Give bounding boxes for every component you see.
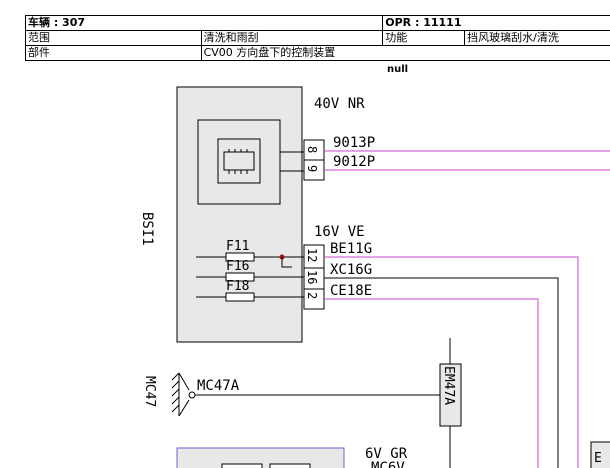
bottom-slot-1: [221, 463, 263, 468]
fuse-f16: F16: [196, 259, 304, 282]
wire-be11g: [324, 256, 579, 468]
wire-label-mc47a: MC47A: [197, 378, 240, 394]
connector-mid-label: 16V VE: [314, 224, 365, 240]
function-value: 挡风玻璃刮水/清洗: [464, 30, 610, 46]
wire-xc16g: [324, 277, 559, 468]
header-row-part: 部件 CV00 方向盘下的控制装置: [25, 45, 610, 61]
right-component: [590, 441, 610, 468]
fuse-label-f18: F18: [226, 279, 249, 294]
pin-12-label: 12: [305, 248, 319, 262]
pin-9-label: 9: [305, 165, 319, 172]
fuse-label-f11: F11: [226, 239, 249, 254]
splice-label: EM47A: [441, 366, 456, 405]
connector-bottom-label: 6V GR: [365, 446, 408, 462]
wire-label-9013p: 9013P: [333, 135, 375, 151]
connector-top-label: 40V NR: [314, 96, 365, 112]
chip-icon: [223, 149, 255, 174]
bottom-slot-2: [269, 463, 311, 468]
function-label: 功能: [382, 30, 466, 46]
splice-em47a: [439, 363, 462, 427]
junction-stub: [281, 257, 292, 268]
wire-label-9012p: 9012P: [333, 154, 375, 170]
null-text: null: [387, 64, 409, 75]
wire-label-be11g: BE11G: [330, 241, 372, 257]
right-component-mark: E: [594, 451, 602, 466]
part-value: CV00 方向盘下的控制装置: [200, 45, 610, 61]
fuse-label-f16: F16: [226, 259, 249, 274]
header-table: 车辆 : 307 OPR : 11111 范围 清洗和雨刮 功能 挡风玻璃刮水/…: [24, 15, 610, 61]
part-label: 部件: [25, 45, 202, 61]
fuse-f18: F18: [196, 279, 304, 302]
connector-bottom-sublabel: MC6V: [371, 460, 405, 468]
pin-2-label: 2: [305, 292, 319, 299]
pin-16-label: 16: [305, 270, 319, 284]
bottom-component: [176, 447, 345, 468]
wire-label-ce18e: CE18E: [330, 283, 372, 299]
pin-8-label: 8: [305, 146, 319, 153]
wire-label-xc16g: XC16G: [330, 262, 372, 278]
bsi-label: BSI1: [139, 212, 155, 246]
fuse-f11: F11: [196, 239, 304, 262]
ground-icon: [171, 372, 196, 417]
ground-label: MC47: [142, 376, 157, 407]
wire-ce18e: [324, 298, 539, 468]
ecu-frame: [217, 138, 261, 184]
